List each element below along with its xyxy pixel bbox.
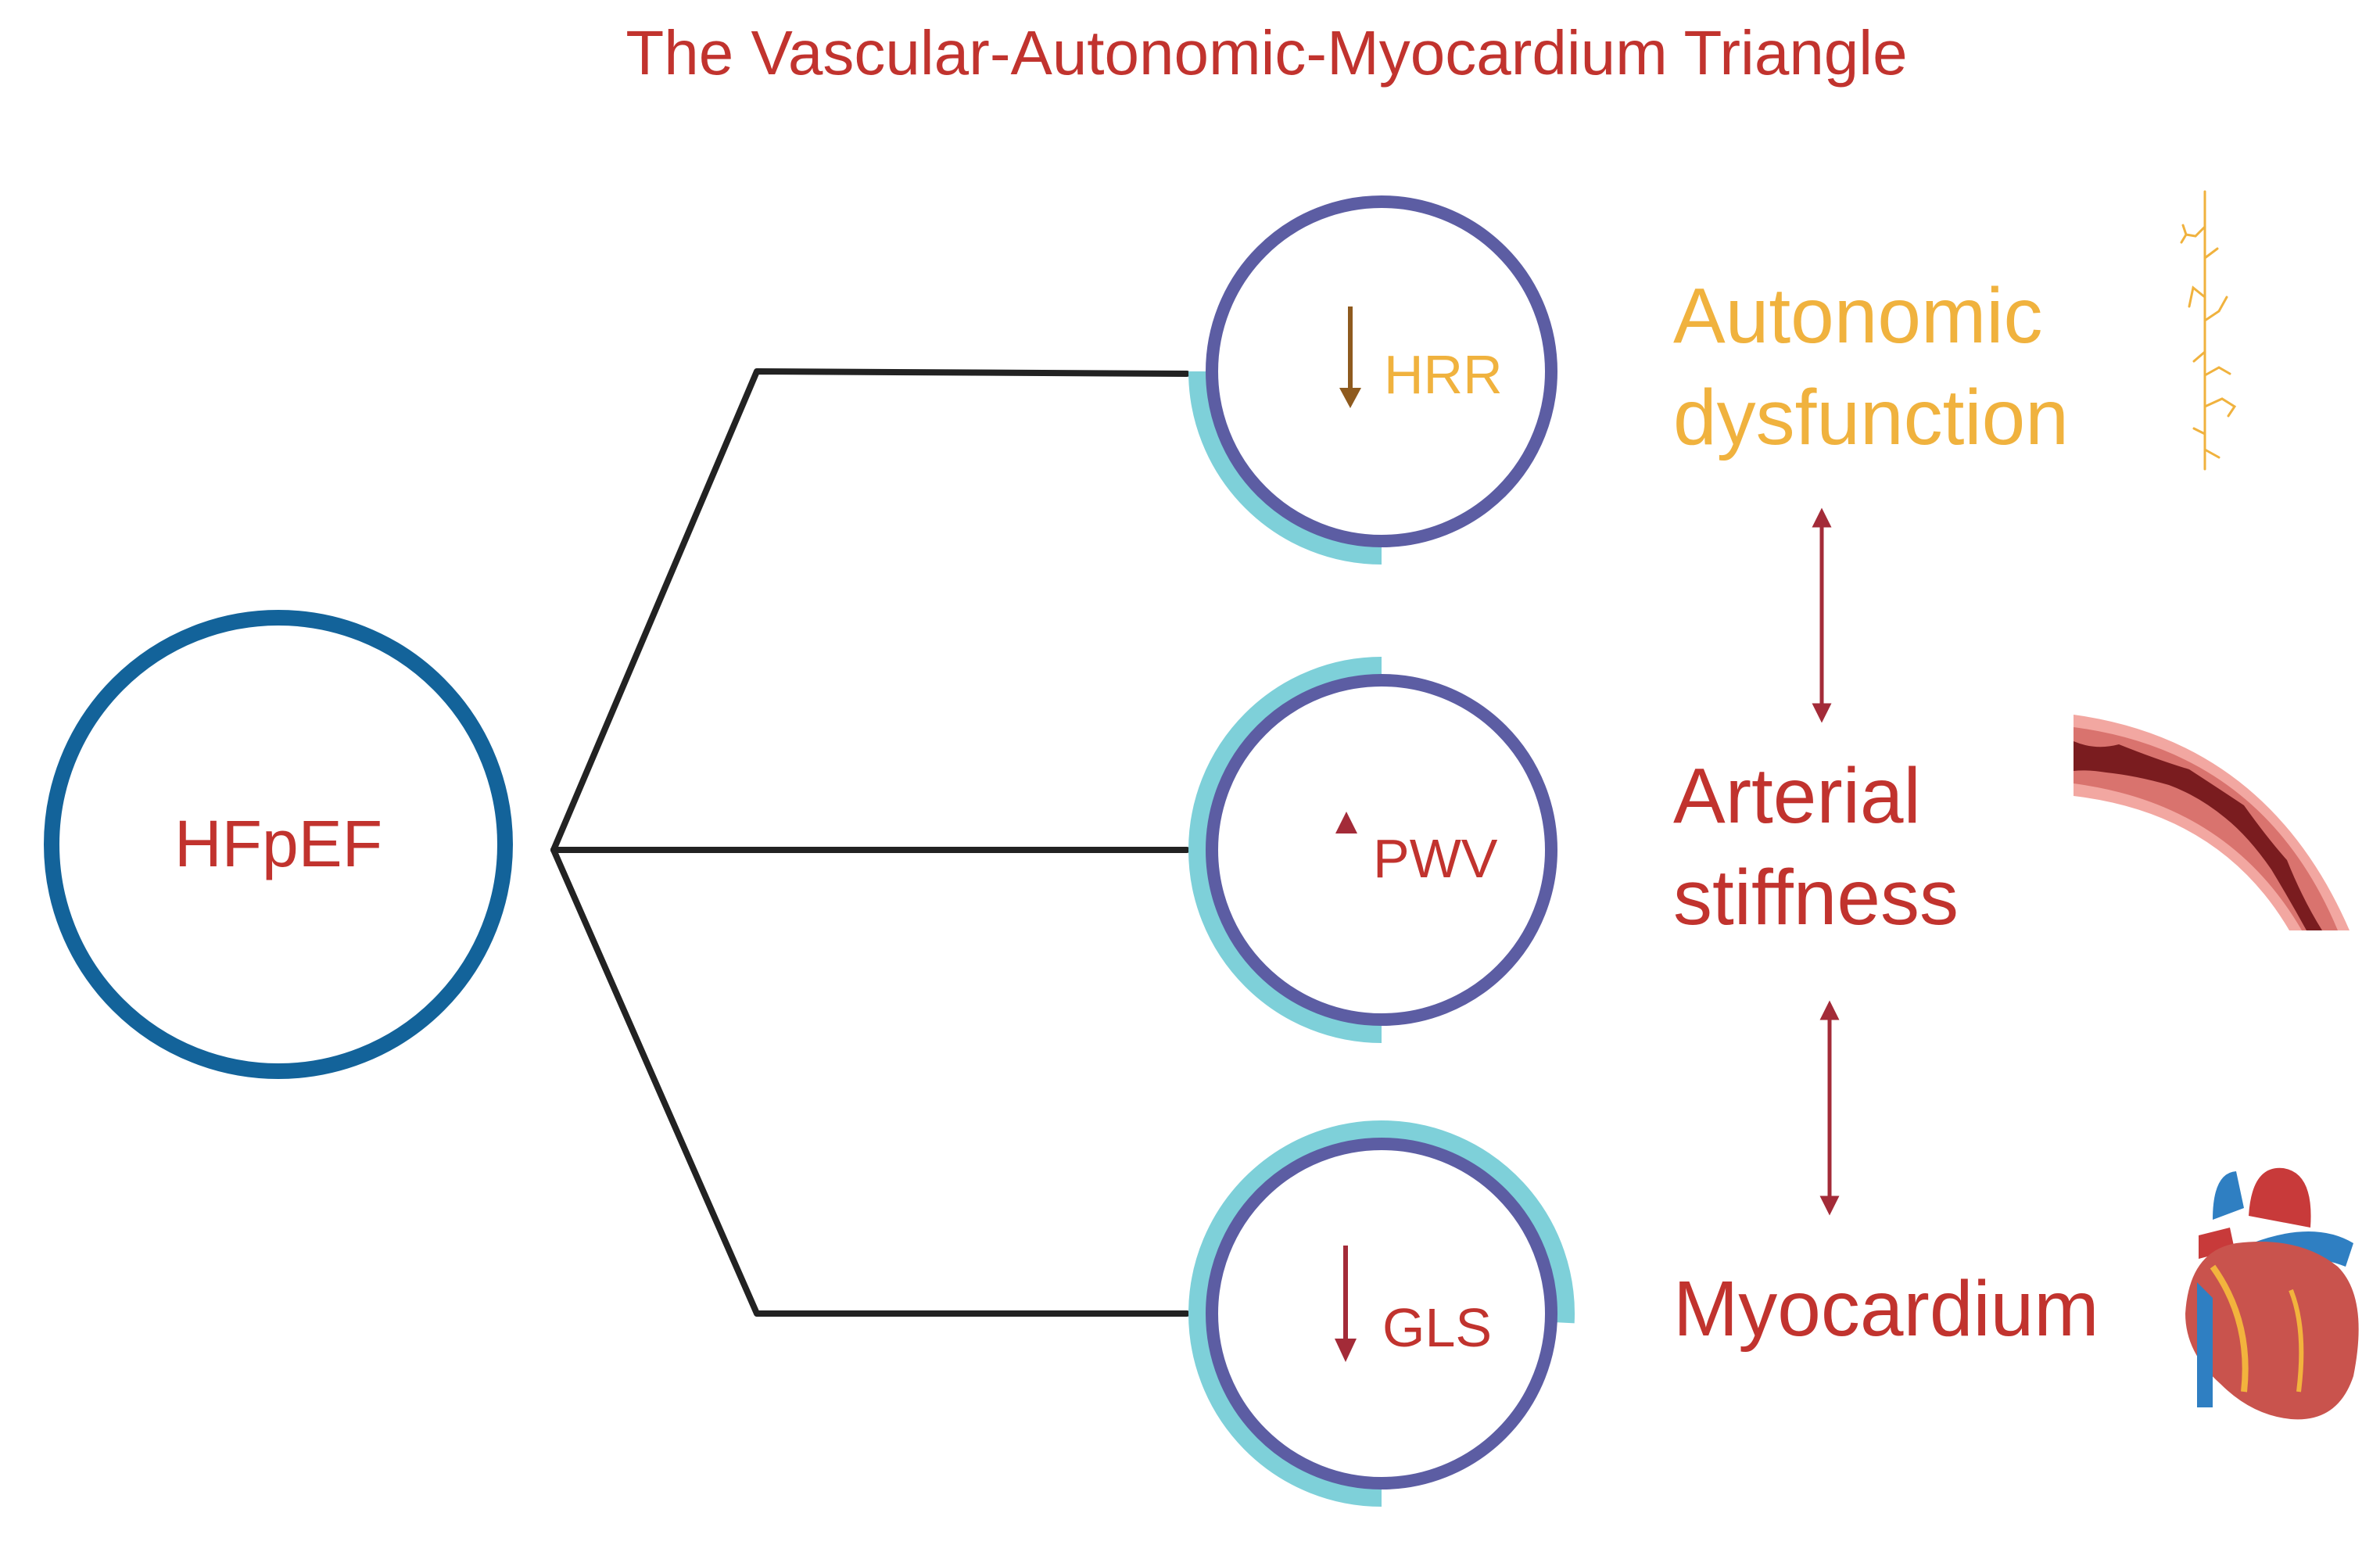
domain-label-line1: Myocardium (1673, 1265, 2099, 1353)
heart-icon (2185, 1167, 2359, 1420)
nerve-icon (2180, 190, 2237, 471)
domain-autonomic: Autonomic dysfunction (1673, 272, 2069, 461)
marker-node-hrr: HRR (1188, 195, 1557, 565)
domain-arterial: Arterial stiffness (1673, 752, 1959, 941)
connector-lines (550, 368, 1190, 1317)
domain-label-line1: Arterial (1673, 752, 1921, 840)
domain-label-line1: Autonomic (1673, 272, 2042, 360)
impairment-arc-pwv (1188, 657, 1382, 1043)
artery-icon (2074, 715, 2350, 930)
root-node: HFpEF (44, 610, 513, 1079)
domain-myocardium: Myocardium (1673, 1265, 2099, 1353)
marker-node-pwv: PWV (1188, 657, 1557, 1043)
root-ring (44, 610, 513, 1079)
connector-to-gls (550, 847, 1190, 1317)
marker-label-gls: GLS (1382, 1297, 1492, 1358)
marker-node-gls: GLS (1188, 1120, 1575, 1507)
connector-to-hrr (550, 368, 1190, 853)
down-arrow-head (1339, 388, 1361, 408)
marker-label-hrr: HRR (1384, 344, 1503, 405)
impairment-arc-hrr (1188, 371, 1382, 565)
marker-ring-pwv (1206, 674, 1557, 1026)
domain-label-line2: dysfunction (1673, 374, 2069, 461)
down-arrow-head (1335, 1339, 1357, 1362)
diagram-title: The Vascular-Autonomic-Myocardium Triang… (625, 18, 1907, 88)
domain-label-line2: stiffness (1673, 854, 1959, 941)
marker-ring-hrr (1206, 195, 1557, 547)
root-label: HFpEF (174, 807, 382, 880)
marker-ring-gls (1206, 1138, 1557, 1489)
up-arrow-head (1335, 812, 1357, 833)
marker-label-pwv: PWV (1373, 828, 1498, 889)
impairment-arc-gls (1188, 1120, 1575, 1507)
